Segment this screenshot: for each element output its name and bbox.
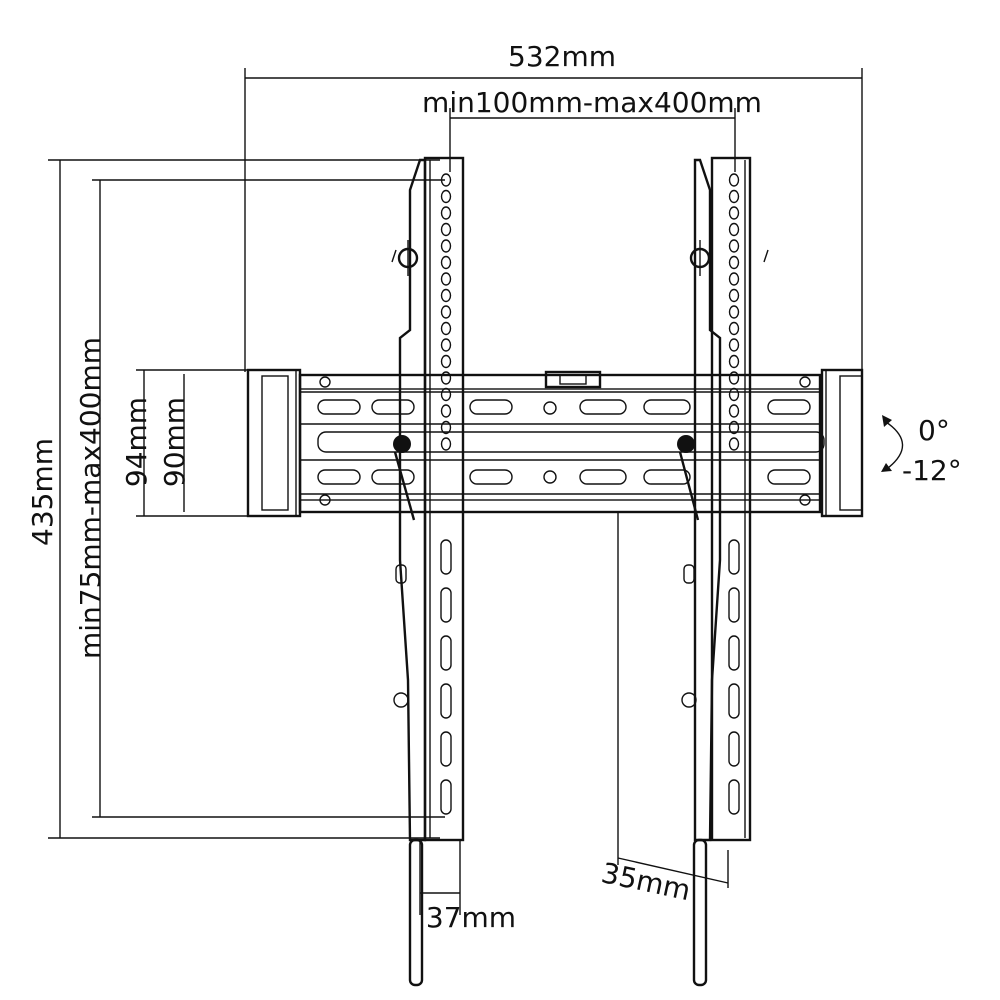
bracket-hole <box>728 206 740 220</box>
bracket-hole <box>440 239 452 253</box>
bracket-hole <box>728 173 740 187</box>
bracket-hole <box>728 338 740 352</box>
bracket-hole <box>728 354 740 369</box>
bracket-slot <box>440 539 452 575</box>
bracket-hole <box>440 288 452 303</box>
right-end-cap <box>820 368 864 518</box>
bracket-slot <box>440 683 452 719</box>
bracket-hole <box>728 239 740 253</box>
bracket-hole <box>440 437 452 451</box>
bracket-slot <box>728 587 740 623</box>
left-end-cap <box>246 368 302 518</box>
bracket-hole <box>440 338 452 352</box>
bracket-hole <box>440 189 452 204</box>
wall-depth-label: 35mm <box>598 856 693 907</box>
bracket-hole <box>728 272 740 286</box>
bracket-hole <box>728 420 740 435</box>
bracket-slot <box>728 635 740 671</box>
left-bracket-arm <box>391 156 465 987</box>
bracket-hole <box>440 371 452 385</box>
total-height-label: 435mm <box>26 438 59 546</box>
bracket-hole <box>440 354 452 369</box>
rail-height-outer-label: 94mm <box>120 397 153 487</box>
bracket-slot <box>440 635 452 671</box>
bracket-hole <box>440 222 452 237</box>
bracket-slot <box>440 779 452 815</box>
bracket-slot <box>440 587 452 623</box>
dimension-lines <box>48 68 863 915</box>
bracket-hole <box>728 255 740 270</box>
bracket-hole <box>728 404 740 418</box>
bracket-hole <box>440 173 452 187</box>
bracket-hole <box>728 387 740 402</box>
bracket-hole <box>440 420 452 435</box>
bracket-hole <box>440 321 452 336</box>
bracket-hole <box>728 321 740 336</box>
bracket-hole <box>440 305 452 319</box>
total-width-label: 532mm <box>508 40 616 73</box>
bracket-slot <box>728 779 740 815</box>
arm-depth-label: 37mm <box>426 901 516 934</box>
bracket-hole <box>728 305 740 319</box>
bracket-hole <box>440 255 452 270</box>
bracket-slot <box>728 539 740 575</box>
tilt-arc-icon <box>881 415 904 472</box>
bracket-hole <box>440 404 452 418</box>
bracket-hole <box>728 371 740 385</box>
bracket-hole <box>728 189 740 204</box>
bracket-slot <box>440 731 452 767</box>
bracket-slot <box>728 731 740 767</box>
bracket-hole <box>440 206 452 220</box>
rail-height-inner-label: 90mm <box>158 397 191 487</box>
bracket-hole <box>728 222 740 237</box>
bracket-hole <box>440 387 452 402</box>
vesa-vertical-label: min75mm-max400mm <box>74 337 107 659</box>
tilt-lower-label: -12° <box>902 454 962 487</box>
bracket-hole <box>728 437 740 451</box>
bracket-slot <box>728 683 740 719</box>
right-bracket-arm <box>677 156 769 987</box>
tilt-upper-label: 0° <box>918 414 950 447</box>
vesa-horizontal-label: min100mm-max400mm <box>422 86 762 119</box>
bracket-hole <box>440 272 452 286</box>
bracket-hole <box>728 288 740 303</box>
